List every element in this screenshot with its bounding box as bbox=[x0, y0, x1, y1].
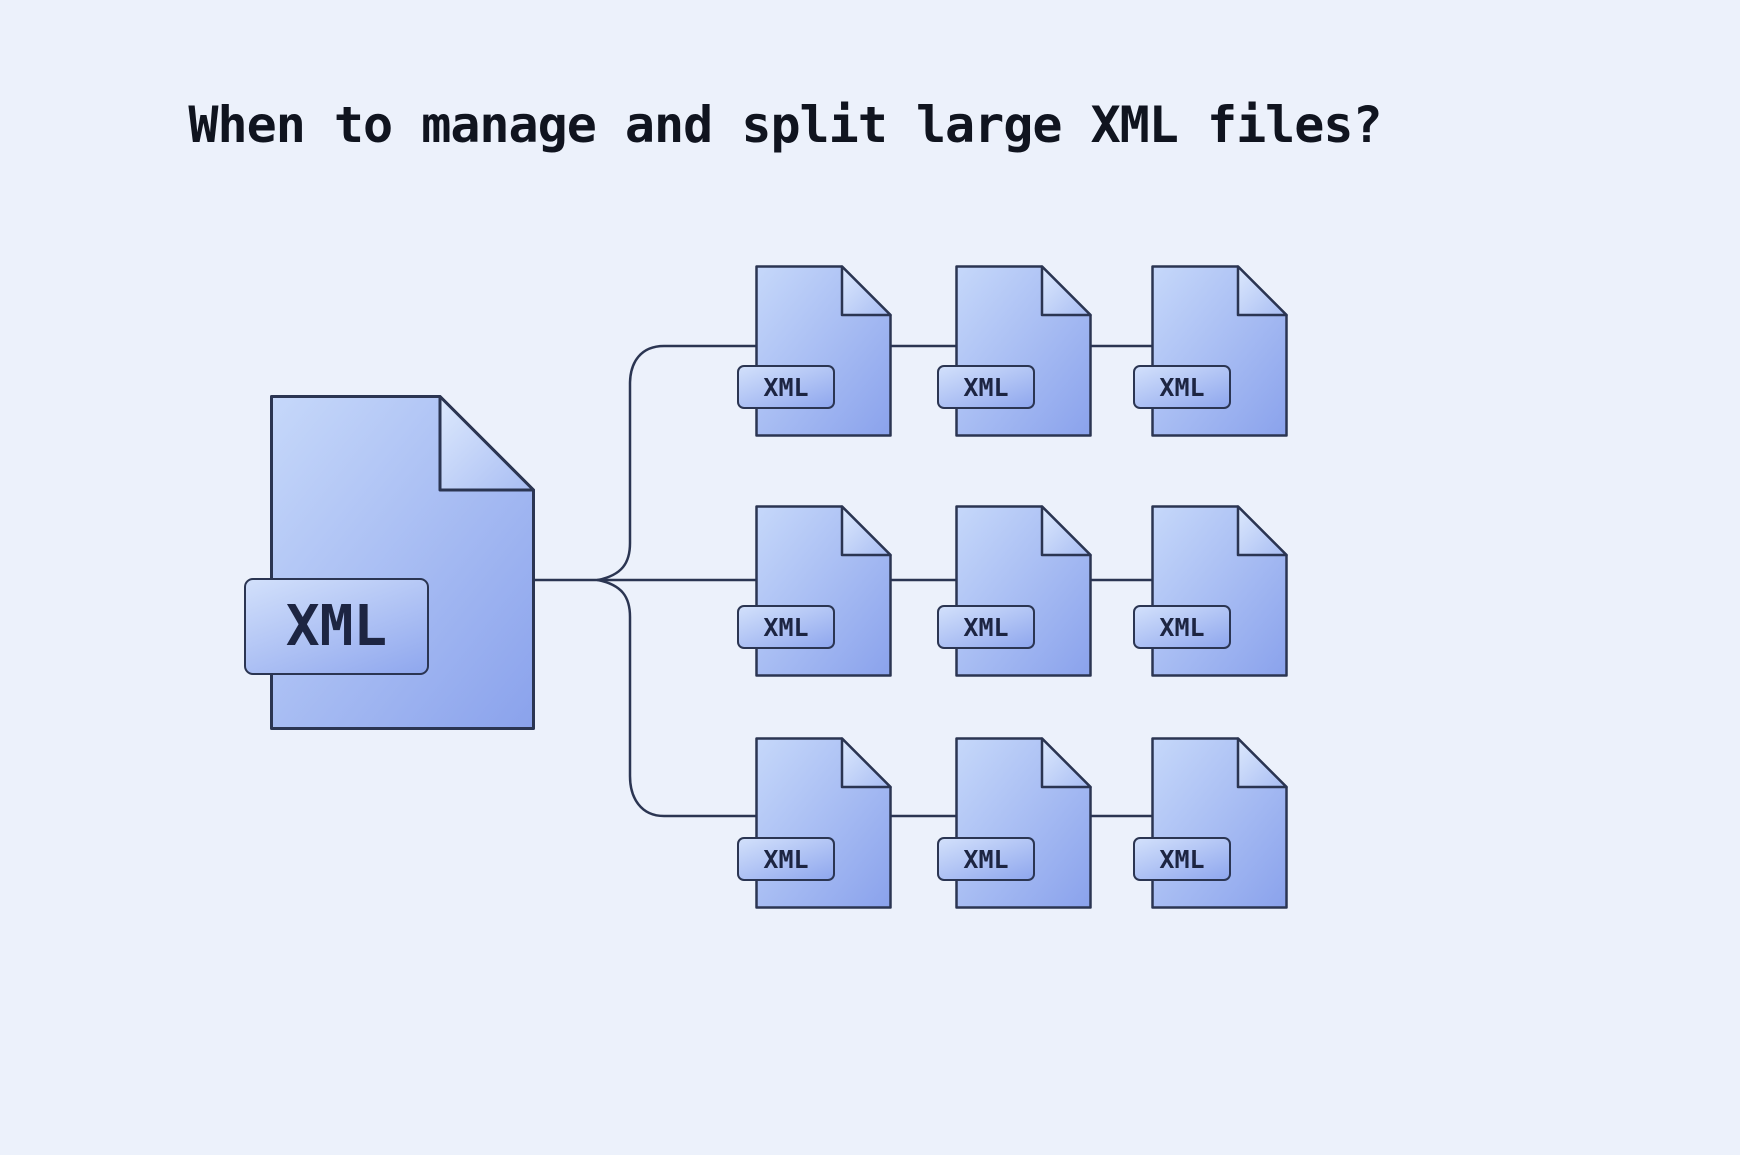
source-xml-file: XML bbox=[244, 395, 535, 730]
document-icon bbox=[1151, 737, 1288, 909]
xml-badge: XML bbox=[937, 365, 1035, 409]
xml-badge: XML bbox=[937, 837, 1035, 881]
badge-label: XML bbox=[1159, 612, 1205, 642]
xml-badge: XML bbox=[737, 837, 835, 881]
split-xml-file: XML bbox=[737, 265, 892, 437]
document-icon bbox=[955, 505, 1092, 677]
split-xml-file: XML bbox=[1133, 737, 1288, 909]
split-xml-file: XML bbox=[937, 737, 1092, 909]
badge-label: XML bbox=[763, 372, 809, 402]
connector-top-branch bbox=[596, 344, 1202, 582]
xml-badge: XML bbox=[1133, 837, 1231, 881]
xml-badge: XML bbox=[937, 605, 1035, 649]
badge-label: XML bbox=[285, 594, 388, 659]
document-icon bbox=[755, 737, 892, 909]
badge-label: XML bbox=[1159, 372, 1205, 402]
document-icon bbox=[1151, 505, 1288, 677]
badge-label: XML bbox=[963, 844, 1009, 874]
badge-label: XML bbox=[763, 844, 809, 874]
document-icon bbox=[270, 395, 535, 730]
document-icon bbox=[955, 265, 1092, 437]
document-icon bbox=[1151, 265, 1288, 437]
document-icon bbox=[755, 505, 892, 677]
xml-badge: XML bbox=[1133, 605, 1231, 649]
xml-badge: XML bbox=[244, 578, 429, 675]
badge-label: XML bbox=[763, 612, 809, 642]
split-xml-file: XML bbox=[1133, 265, 1288, 437]
document-icon bbox=[955, 737, 1092, 909]
split-xml-file: XML bbox=[937, 505, 1092, 677]
split-xml-file: XML bbox=[737, 505, 892, 677]
badge-label: XML bbox=[963, 372, 1009, 402]
connector-bottom-branch bbox=[596, 578, 1202, 818]
document-icon bbox=[755, 265, 892, 437]
xml-badge: XML bbox=[737, 365, 835, 409]
badge-label: XML bbox=[1159, 844, 1205, 874]
split-xml-file: XML bbox=[737, 737, 892, 909]
split-xml-file: XML bbox=[937, 265, 1092, 437]
split-xml-file: XML bbox=[1133, 505, 1288, 677]
xml-badge: XML bbox=[737, 605, 835, 649]
diagram-title: When to manage and split large XML files… bbox=[188, 96, 1382, 154]
badge-label: XML bbox=[963, 612, 1009, 642]
xml-badge: XML bbox=[1133, 365, 1231, 409]
